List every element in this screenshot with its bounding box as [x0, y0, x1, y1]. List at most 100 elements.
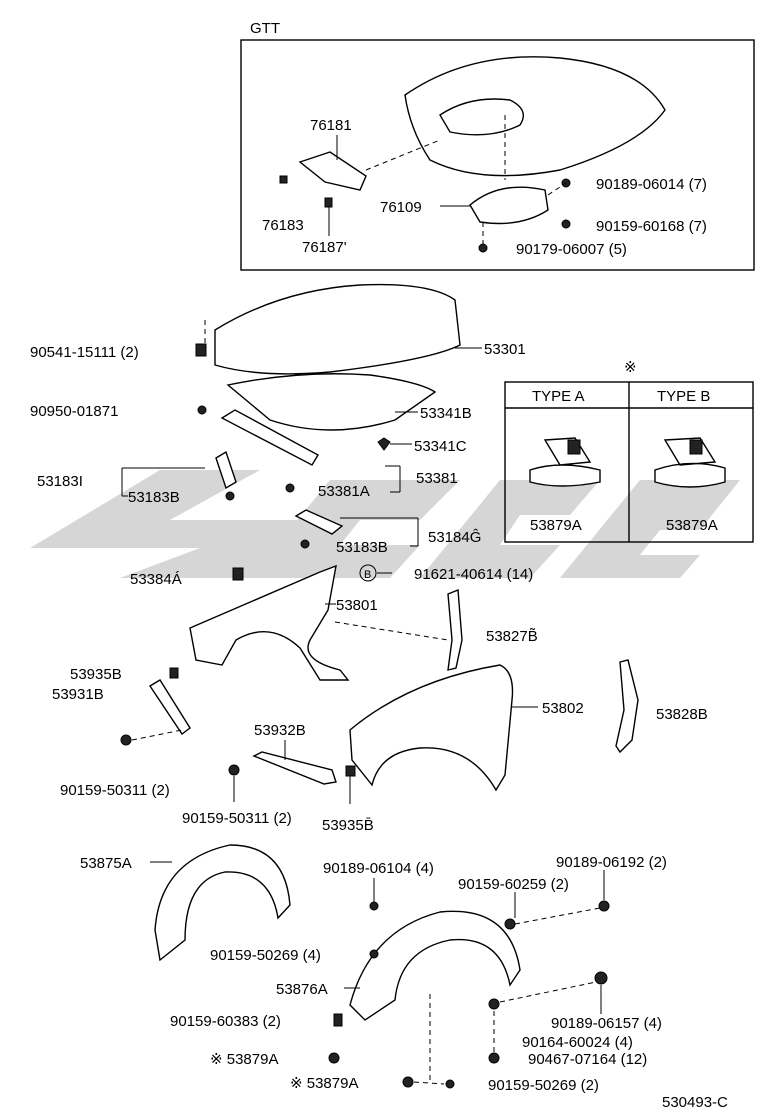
label-53341C: 53341C	[414, 438, 467, 455]
liner-53876A	[349, 910, 521, 1021]
clip-53341C	[377, 437, 391, 451]
label-90164-60024: 90164-60024 (4)	[522, 1034, 633, 1051]
label-53183B-1: 53183B	[128, 489, 180, 506]
label-53875A: 53875A	[80, 855, 132, 872]
clip-90189-06192	[598, 900, 610, 912]
clip-53935B-1	[169, 667, 179, 679]
bolt-90159-50311-2	[228, 764, 240, 776]
label-90159-60383: 90159-60383 (2)	[170, 1013, 281, 1030]
bracket-53827B	[447, 588, 463, 671]
hood-53301	[214, 283, 461, 375]
label-53801: 53801	[336, 597, 378, 614]
clip-90189-06104	[369, 901, 379, 911]
bolt-90159-50311-1	[120, 734, 132, 746]
bolt-90164-60024	[488, 998, 500, 1010]
label-91621-40614: 91621-40614 (14)	[414, 566, 533, 583]
label-53381A: 53381A	[318, 483, 370, 500]
type-a-label: TYPE A	[532, 388, 585, 405]
clip-53183B-1	[225, 491, 235, 501]
ref-circle-letter: B	[364, 569, 371, 581]
label-53931B: 53931B	[52, 686, 104, 703]
label-53827B: 53827B̃	[486, 628, 538, 645]
bracket-53828B	[615, 659, 639, 754]
label-90189-06104: 90189-06104 (4)	[323, 860, 434, 877]
bolt-90159-50269-1	[369, 949, 379, 959]
gtt-hood	[404, 56, 666, 177]
clip-53879A-1	[328, 1052, 340, 1064]
liner-53875A	[154, 844, 291, 962]
gtt-title: GTT	[250, 20, 280, 37]
label-53879A-2: ※ 53879A	[290, 1075, 358, 1092]
label-90467-07164: 90467-07164 (12)	[528, 1051, 647, 1068]
clip-90467-07164	[488, 1052, 500, 1064]
label-53183I: 53183I	[37, 473, 83, 490]
label-90159-50311-2: 90159-50311 (2)	[182, 810, 292, 827]
clip-53879A-2	[402, 1076, 414, 1088]
label-90159-50311-1: 90159-50311 (2)	[60, 782, 170, 799]
clip-76183	[279, 175, 288, 184]
label-90189-06157: 90189-06157 (4)	[551, 1015, 662, 1032]
label-53301: 53301	[484, 341, 526, 358]
apron-53801	[189, 564, 350, 681]
clip-90189-06157	[594, 971, 608, 985]
seal-53183I	[215, 450, 237, 490]
seal-53381	[220, 409, 319, 466]
label-53828B: 53828B	[656, 706, 708, 723]
ref-circle-b	[359, 564, 377, 582]
label-90189-06014: 90189-06014 (7)	[596, 176, 707, 193]
label-53932B: 53932B	[254, 722, 306, 739]
label-53341B: 53341B	[420, 405, 472, 422]
label-90159-60168: 90159-60168 (7)	[596, 218, 707, 235]
watermark	[30, 470, 740, 578]
label-53184G: 53184Ĝ	[428, 529, 481, 546]
clip-53183B-2	[300, 539, 310, 549]
clip-type-a	[529, 437, 601, 487]
figure-code: 530493-C	[662, 1094, 728, 1111]
clip-53384A	[232, 567, 244, 581]
seal-53184G	[294, 509, 344, 535]
label-53381: 53381	[416, 470, 458, 487]
label-90159-60259: 90159-60259 (2)	[458, 876, 569, 893]
label-53384A: 53384Á	[130, 571, 182, 588]
bolt-90159-60383	[333, 1013, 343, 1027]
label-90950-01871: 90950-01871	[30, 403, 118, 420]
label-76183: 76183	[262, 217, 304, 234]
label-53879A-1: ※ 53879A	[210, 1051, 278, 1068]
clip-53381A	[285, 483, 295, 493]
part-76109	[469, 186, 549, 225]
label-90159-50269-2: 90159-50269 (2)	[488, 1077, 599, 1094]
label-76187: 76187'	[302, 239, 347, 256]
label-90159-50269-1: 90159-50269 (4)	[210, 947, 321, 964]
bumper-90541	[195, 343, 207, 357]
hood-insulator-53341B	[226, 373, 437, 431]
part-76181	[298, 151, 367, 191]
label-53935B-1: 53935B	[70, 666, 122, 683]
bracket-53931B	[149, 679, 191, 736]
label-90541-15111: 90541-15111 (2)	[30, 344, 139, 361]
label-53183B-2: 53183B	[336, 539, 388, 556]
bolt-90159-50269-2	[445, 1079, 455, 1089]
bolt-90159-60259	[504, 918, 516, 930]
label-53876A: 53876A	[276, 981, 328, 998]
label-90179-06007: 90179-06007 (5)	[516, 241, 627, 258]
gtt-inset: GTT 76181 76183 76187' 76109 90189-06014…	[240, 20, 755, 271]
label-53802: 53802	[542, 700, 584, 717]
plug-90950	[197, 405, 207, 415]
fender-53802	[349, 664, 514, 792]
clip-53935B-2	[345, 765, 356, 777]
bolt-90159-60168	[561, 219, 571, 229]
label-53935B-2: 53935B̄	[322, 817, 374, 834]
label-76181: 76181	[310, 117, 352, 134]
label-76109: 76109	[380, 199, 422, 216]
clip-type-b	[654, 437, 726, 488]
clip-90179-06007	[478, 243, 488, 253]
type-box: ※ TYPE A TYPE B 53879A 53879A	[504, 359, 754, 543]
label-90189-06192: 90189-06192 (2)	[556, 854, 667, 871]
type-b-label: TYPE B	[657, 388, 710, 405]
type-a-part: 53879A	[530, 517, 582, 534]
nut-type-a	[567, 439, 581, 455]
hood-scoop	[439, 98, 524, 136]
type-box-mark: ※	[624, 359, 637, 376]
